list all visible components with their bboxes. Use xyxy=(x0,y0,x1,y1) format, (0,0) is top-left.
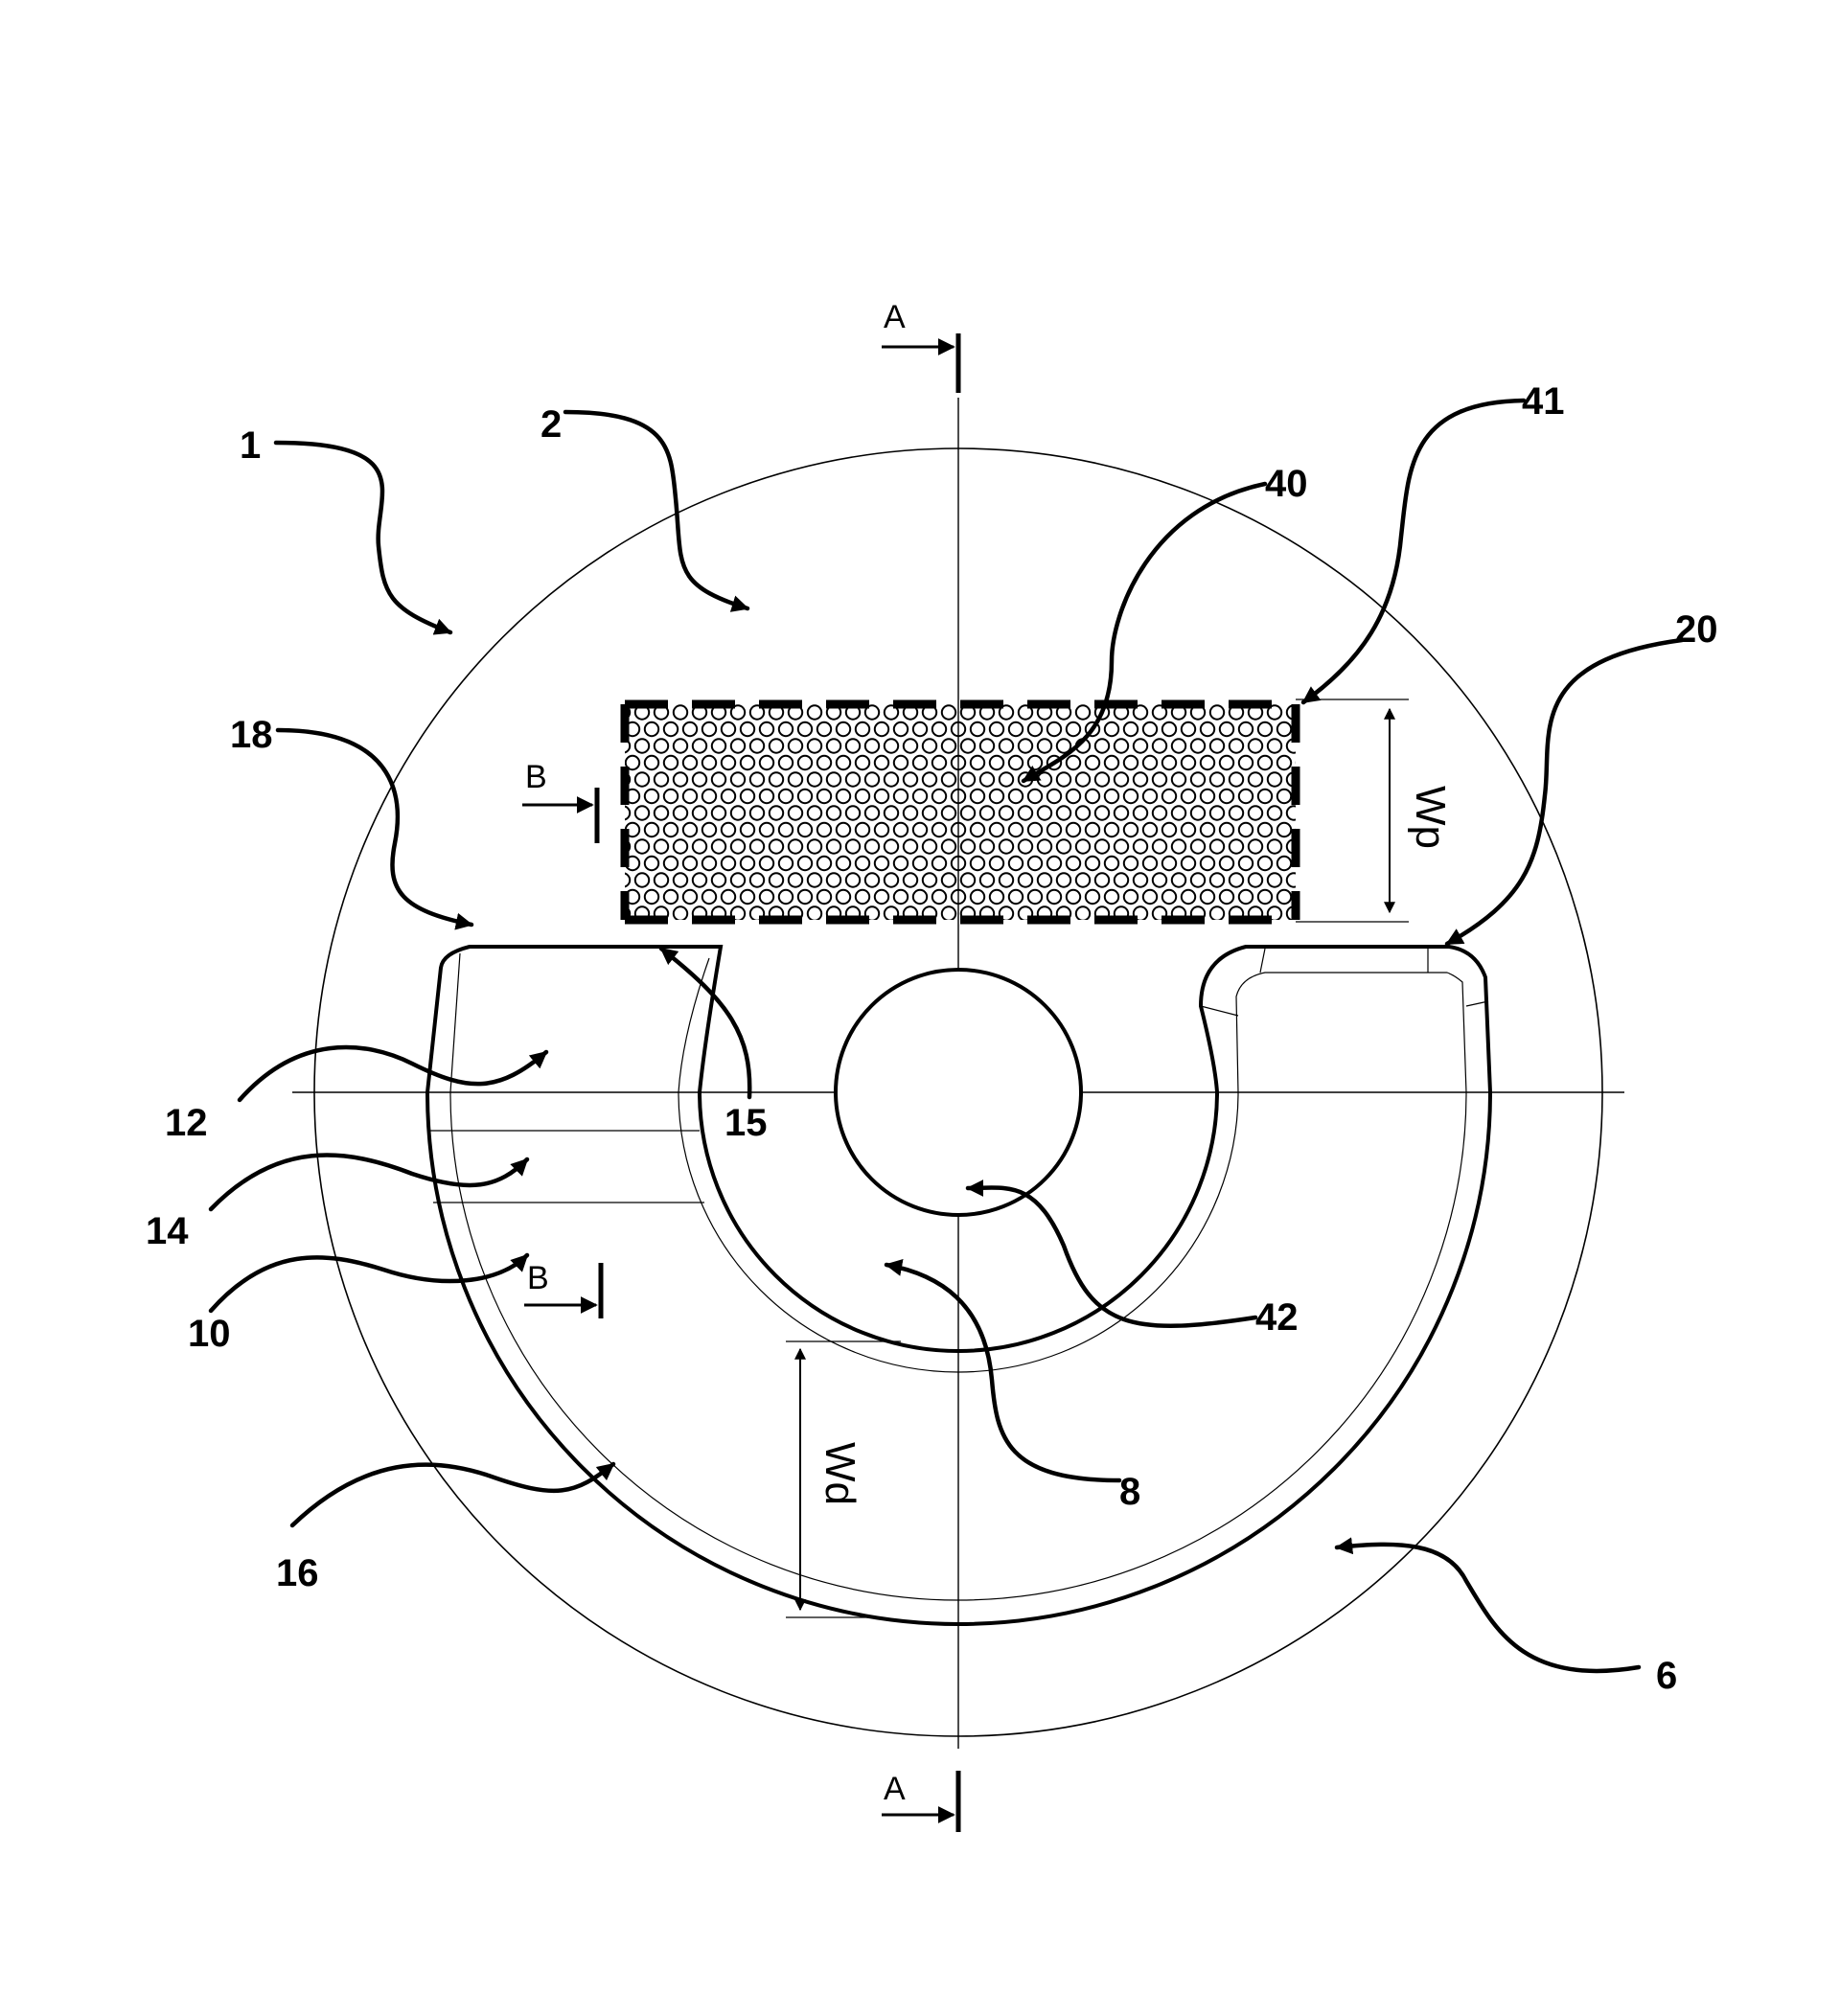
label-15: 15 xyxy=(724,1102,768,1144)
svg-text:B: B xyxy=(527,1260,549,1296)
label-10: 10 xyxy=(188,1313,231,1355)
svg-text:A: A xyxy=(884,1771,906,1807)
section-a-top: A xyxy=(882,299,958,393)
svg-text:B: B xyxy=(525,759,547,795)
wd-label: Wd xyxy=(816,1442,863,1505)
label-6: 6 xyxy=(1656,1655,1677,1697)
label-18: 18 xyxy=(230,714,273,756)
section-b-bottom: B xyxy=(524,1260,601,1318)
label-2: 2 xyxy=(540,403,562,446)
section-b-top: B xyxy=(522,759,597,843)
svg-text:A: A xyxy=(884,299,906,335)
section-a-bottom: A xyxy=(882,1771,958,1832)
wp-dimension: Wp xyxy=(1296,699,1454,922)
label-12: 12 xyxy=(165,1102,208,1144)
label-41: 41 xyxy=(1522,380,1565,423)
label-40: 40 xyxy=(1265,463,1308,505)
label-16: 16 xyxy=(276,1552,319,1594)
wp-label: Wp xyxy=(1407,786,1454,849)
central-hole xyxy=(836,970,1081,1215)
perforated-plate xyxy=(625,704,1296,920)
label-14: 14 xyxy=(146,1210,189,1252)
label-8: 8 xyxy=(1119,1471,1140,1513)
label-20: 20 xyxy=(1675,608,1718,651)
label-1: 1 xyxy=(240,424,261,467)
label-42: 42 xyxy=(1255,1296,1299,1339)
